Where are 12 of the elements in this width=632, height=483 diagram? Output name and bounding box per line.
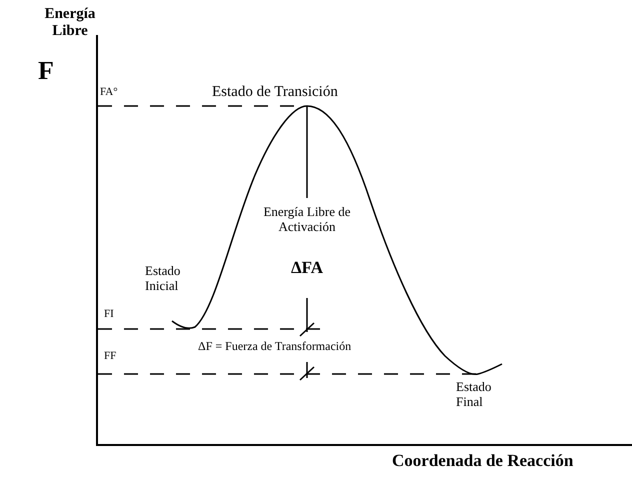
axis-label: Energía Libre	[44, 6, 96, 40]
annotation-text: ΔF = Fuerza de Transformación	[198, 340, 352, 354]
annotation-text: Energía Libre de Activación	[262, 205, 352, 235]
axis-symbol: F	[38, 56, 54, 86]
state-label: Estado de Transición	[212, 84, 338, 102]
axis-label: Coordenada de Reacción	[392, 451, 574, 471]
level-label: FI	[104, 308, 114, 321]
state-label: Estado Final	[456, 380, 492, 410]
level-label: FF	[104, 350, 116, 363]
annotation-symbol: ΔFA	[290, 258, 324, 278]
state-label: Estado Inicial	[145, 264, 182, 294]
level-label: FA°	[100, 86, 118, 99]
